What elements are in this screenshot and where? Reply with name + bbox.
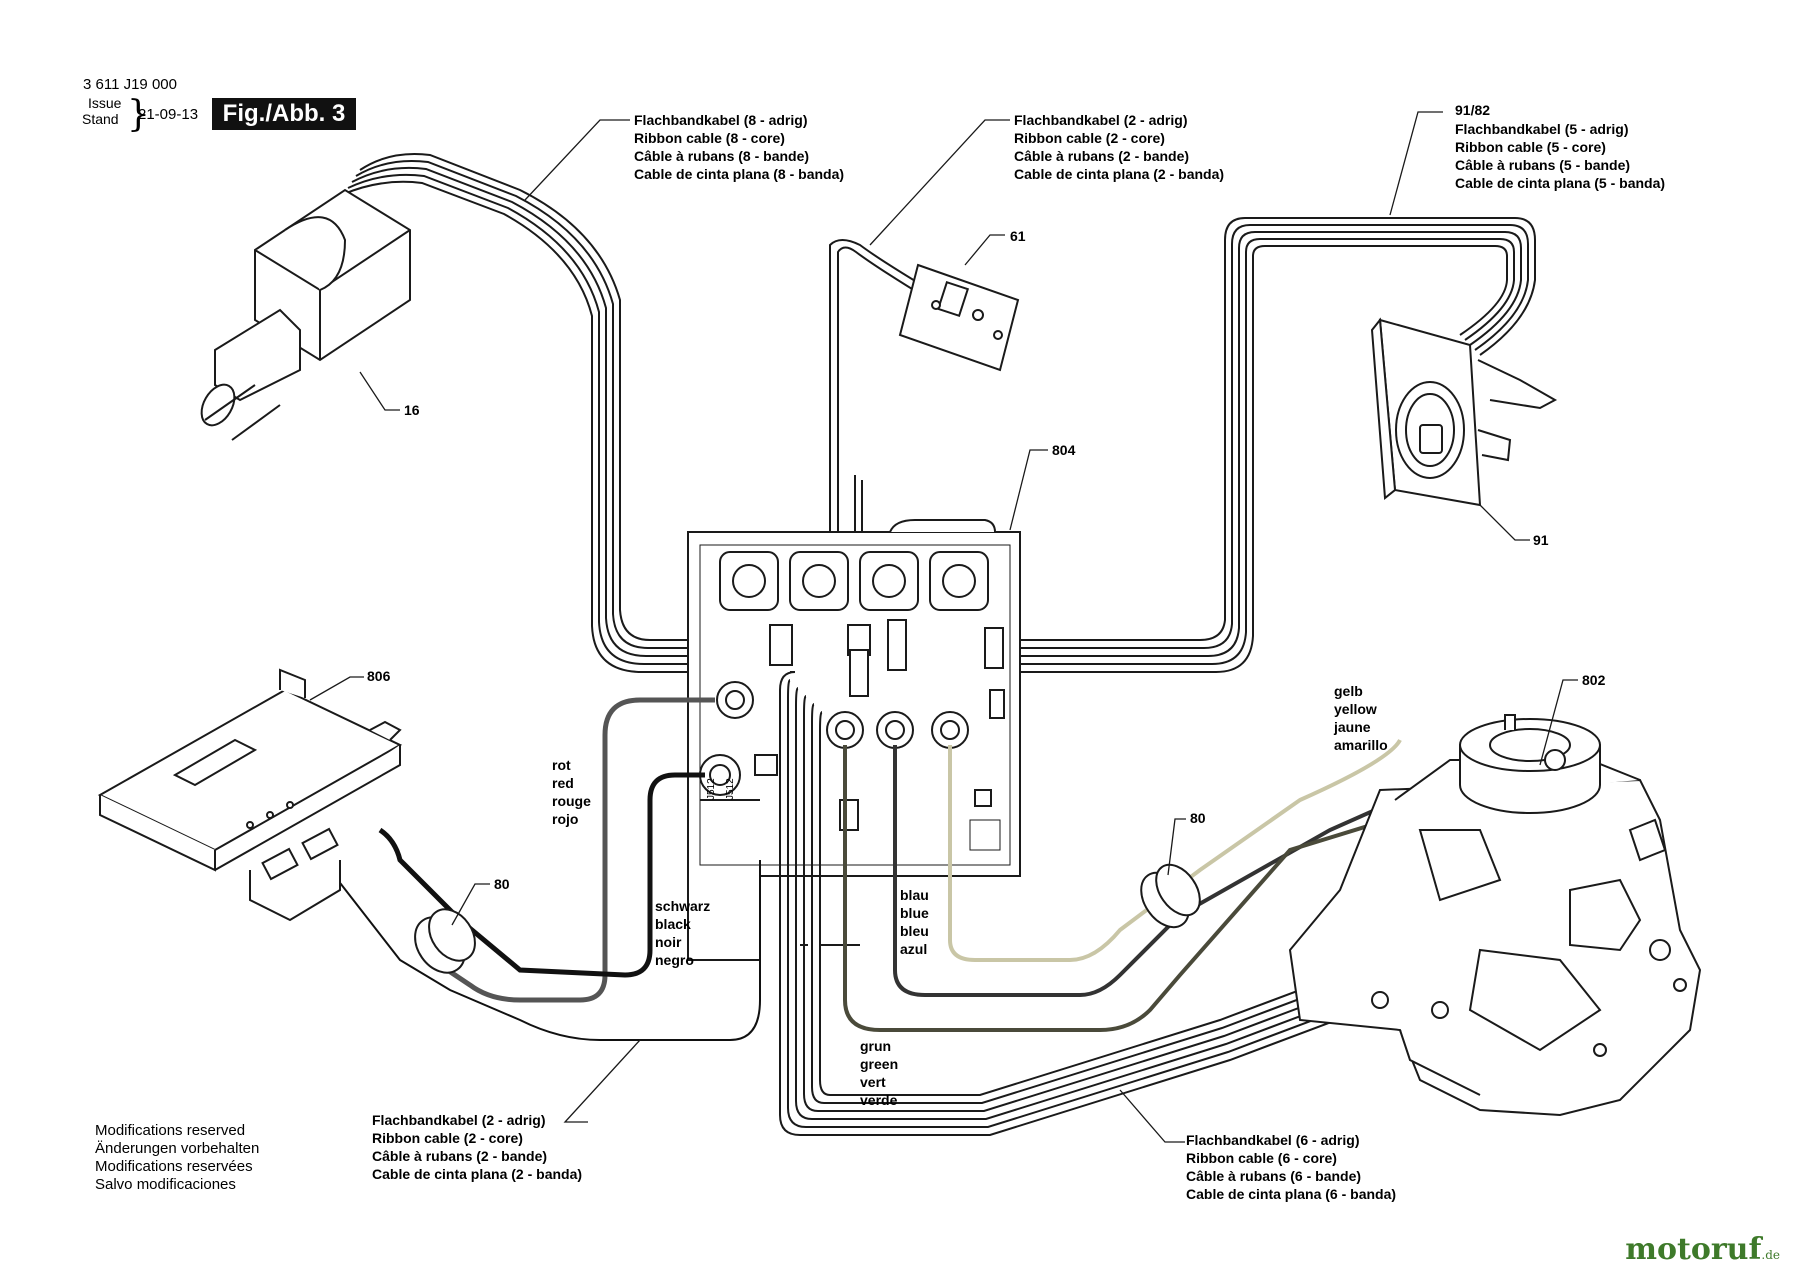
ribbon-cable-5 [1000, 217, 1536, 673]
part-number: 3 611 J19 000 [83, 76, 177, 93]
part-number-16: 16 [404, 402, 420, 418]
issue-date: 21-09-13 [138, 106, 199, 123]
label-ribbon-2-top: Flachbandkabel (2 - adrig)Ribbon cable (… [1014, 112, 1225, 182]
board-label-j512-b: J512 [725, 778, 736, 800]
part-number-80-left: 80 [494, 876, 510, 892]
wire-yellow [948, 738, 1402, 962]
part-number-91: 91 [1533, 532, 1549, 548]
display-module-part-91 [1370, 317, 1558, 507]
control-board-part-804 [687, 475, 1021, 961]
part-number-802: 802 [1582, 672, 1606, 688]
label-ribbon-2-bottom: Flachbandkabel (2 - adrig)Ribbon cable (… [372, 1112, 583, 1182]
board-label-j512-a: J512 [706, 778, 717, 800]
part-number-80-right: 80 [1190, 810, 1206, 826]
label-ribbon-6: Flachbandkabel (6 - adrig)Ribbon cable (… [1186, 1132, 1397, 1202]
figure-badge: Fig./Abb. 3 [212, 98, 356, 130]
mounting-tray-part-806 [97, 668, 403, 922]
switch-plate-part-61 [898, 263, 1020, 372]
stand-label: Stand [82, 111, 119, 127]
part-number-91-82: 91/82 [1455, 102, 1491, 118]
leader-lines [309, 111, 1578, 1143]
issue-brace: } [127, 94, 150, 135]
ferrite-core-80-right [1140, 863, 1201, 929]
issue-label: Issue [88, 95, 122, 111]
label-ribbon-8: Flachbandkabel (8 - adrig)Ribbon cable (… [634, 112, 845, 182]
ribbon-cable-6 [779, 671, 1431, 1136]
label-ribbon-5: Flachbandkabel (5 - adrig)Ribbon cable (… [1455, 121, 1666, 191]
motor-part-802 [1288, 714, 1702, 1117]
wire-green [843, 745, 1421, 1032]
ferrite-core-80-left [414, 908, 476, 974]
brand-logo: motoruf.de [1625, 1232, 1780, 1267]
switch-part-16 [200, 188, 411, 441]
wire-black-red [329, 697, 761, 1041]
ribbon-cable-8 [343, 153, 780, 673]
part-number-806: 806 [367, 668, 391, 684]
part-number-804: 804 [1052, 442, 1076, 458]
wire-blue [893, 745, 1421, 997]
part-number-61: 61 [1010, 228, 1026, 244]
